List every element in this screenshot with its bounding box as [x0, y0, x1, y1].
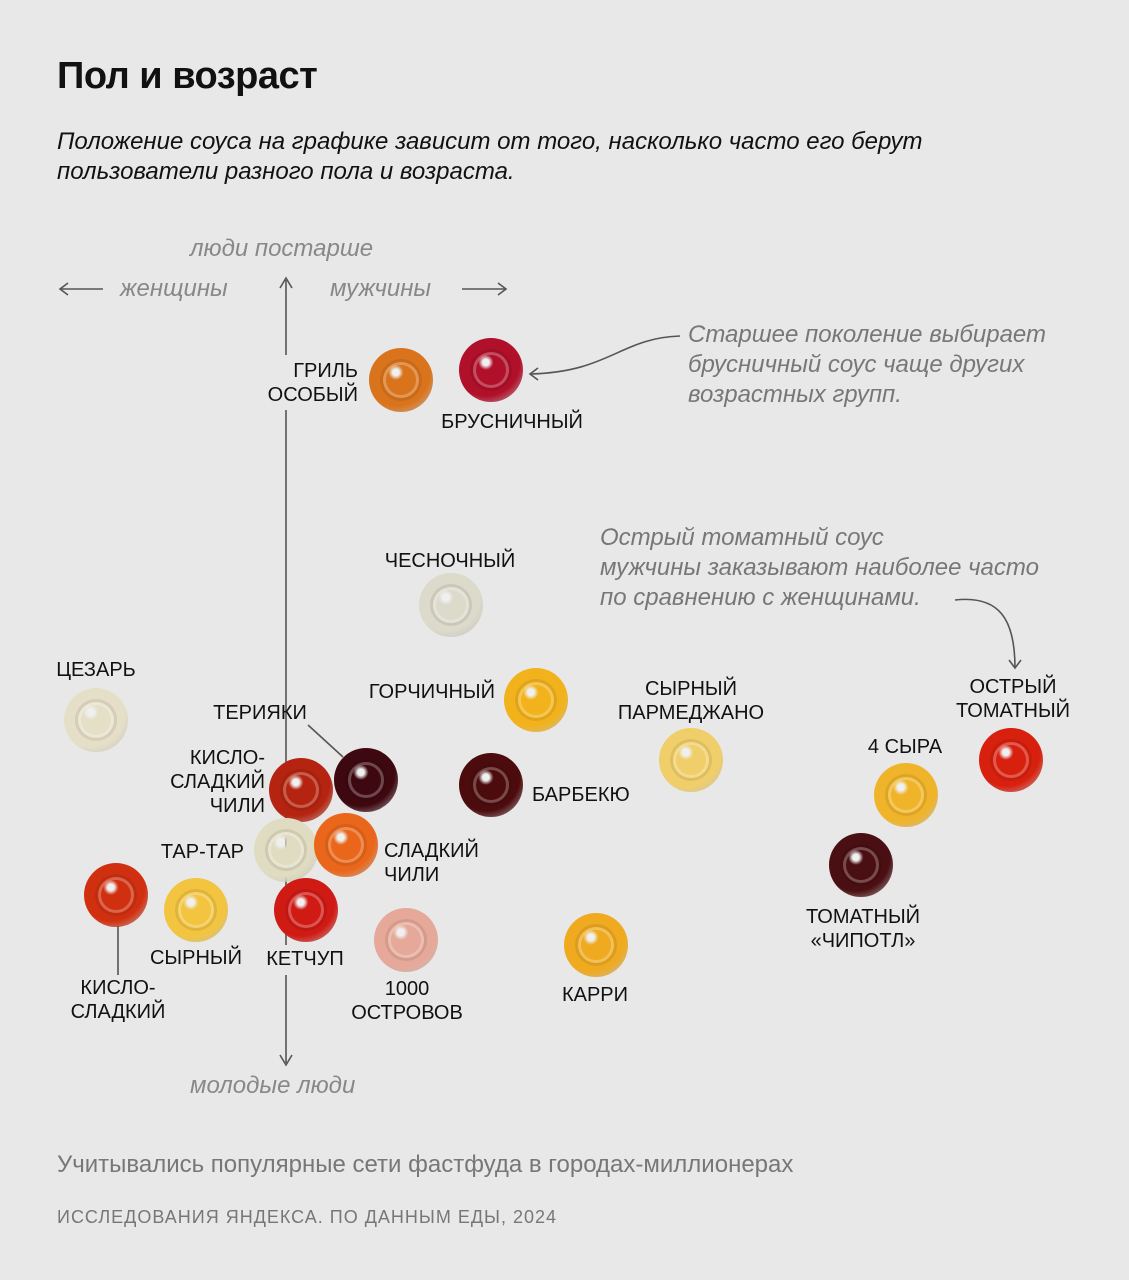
annotation-lingonberry: Старшее поколение выбирает брусничный со… — [688, 321, 1046, 408]
sauce-point — [979, 728, 1043, 792]
sauce-point — [84, 863, 148, 927]
sauce-label: БАРБЕКЮ — [532, 784, 630, 806]
sauce-label: 4 СЫРА — [867, 736, 943, 758]
x-axis-left-label: женщины — [120, 275, 228, 302]
sauce-label: ТАР-ТАР — [160, 841, 244, 863]
sauce-label: КЕТЧУП — [266, 948, 344, 970]
sauce-label: КИСЛО- СЛАДКИЙ — [70, 977, 166, 1023]
sauce-point — [459, 753, 523, 817]
y-axis-top-label: люди постарше — [190, 235, 374, 262]
sauce-label: КАРРИ — [561, 984, 629, 1006]
source-credit: ИССЛЕДОВАНИЯ ЯНДЕКСА. ПО ДАННЫМ ЕДЫ, 202… — [57, 1207, 558, 1227]
sauce-label: СЫРНЫЙ — [149, 947, 243, 969]
sauce-point — [369, 348, 433, 412]
sauce-point — [659, 728, 723, 792]
sauce-point — [504, 668, 568, 732]
sauce-point — [564, 913, 628, 977]
sauce-point — [374, 908, 438, 972]
arrow-left-icon — [58, 282, 69, 296]
sauce-point — [334, 748, 398, 812]
sauce-label: СЛАДКИЙ ЧИЛИ — [384, 840, 479, 886]
x-axis-right-label: мужчины — [330, 275, 432, 302]
arrow-up-icon — [279, 276, 293, 289]
x-axis-arrows — [58, 282, 508, 296]
arrow-right-icon — [497, 282, 508, 296]
teriyaki-leader-line — [307, 724, 344, 758]
sauce-label: КИСЛО- СЛАДКИЙ ЧИЛИ — [170, 747, 265, 817]
annotation-arrow-2 — [954, 598, 1016, 669]
page-title: Пол и возраст — [57, 55, 318, 97]
sauce-point — [419, 573, 483, 637]
footer-note: Учитывались популярные сети фастфуда в г… — [57, 1151, 794, 1178]
sauce-label: ТОМАТНЫЙ «ЧИПОТЛ» — [805, 906, 921, 952]
annotation-arrow-1 — [529, 335, 681, 375]
subtitle: Положение соуса на графике зависит от то… — [57, 128, 923, 185]
arrow-down-icon — [279, 1054, 293, 1067]
annotation-spicy-tomato: Острый томатный соус мужчины заказывают … — [600, 524, 1039, 611]
sauce-point — [459, 338, 523, 402]
sauce-point — [829, 833, 893, 897]
sauce-point — [874, 763, 938, 827]
sauce-label: СЫРНЫЙ ПАРМЕДЖАНО — [617, 678, 765, 724]
sauce-label: ОСТРЫЙ ТОМАТНЫЙ — [955, 676, 1071, 722]
sauce-point — [64, 688, 128, 752]
sauce-label: ГОРЧИЧНЫЙ — [368, 681, 495, 703]
sauce-label: БРУСНИЧНЫЙ — [441, 411, 583, 433]
sauce-point — [314, 813, 378, 877]
y-axis-bottom-label: молодые люди — [190, 1072, 356, 1099]
sauce-label: 1000 ОСТРОВОВ — [351, 978, 463, 1024]
sauce-label: ЦЕЗАРЬ — [56, 659, 136, 681]
sauce-label: ГРИЛЬ ОСОБЫЙ — [267, 360, 358, 406]
sauce-label: ТЕРИЯКИ — [213, 702, 307, 724]
sauce-point — [254, 818, 318, 882]
sauce-point — [274, 878, 338, 942]
sauce-point — [269, 758, 333, 822]
sauce-label: ЧЕСНОЧНЫЙ — [384, 550, 516, 572]
sauce-point — [164, 878, 228, 942]
